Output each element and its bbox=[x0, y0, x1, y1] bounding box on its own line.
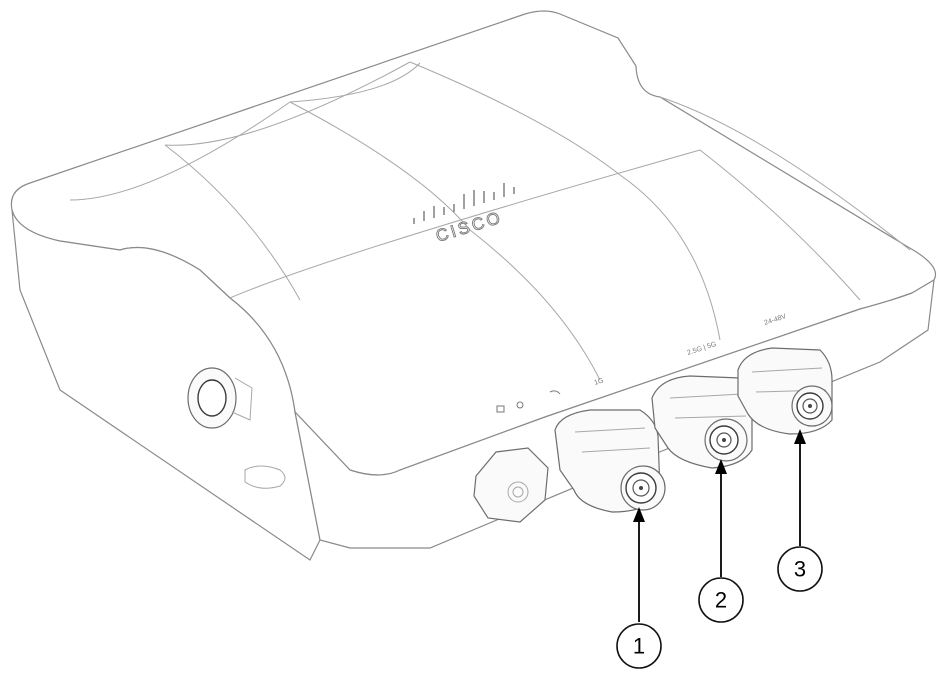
callout-3: 3 bbox=[777, 429, 823, 592]
status-indicators bbox=[496, 390, 561, 413]
surface-seam bbox=[289, 101, 471, 231]
surface-seam bbox=[69, 101, 291, 201]
power-port-3 bbox=[737, 347, 833, 435]
side-connector bbox=[187, 367, 286, 489]
brand-logo bbox=[413, 183, 515, 224]
arrow-head-icon bbox=[715, 459, 727, 474]
callout-number: 1 bbox=[633, 634, 645, 659]
callout-2: 2 bbox=[698, 459, 744, 623]
surface-seam bbox=[164, 61, 411, 146]
device-left-side bbox=[11, 209, 321, 561]
callout-1: 1 bbox=[616, 507, 662, 669]
surface-seam bbox=[469, 229, 601, 381]
ethernet-port-2 bbox=[651, 375, 753, 469]
surface-seam bbox=[409, 61, 621, 176]
surface-seam bbox=[164, 144, 301, 301]
surface-seam bbox=[699, 149, 861, 301]
callout-number: 2 bbox=[715, 588, 727, 613]
surface-seam bbox=[659, 96, 911, 251]
arrow-head-icon bbox=[794, 429, 806, 444]
callout-number: 3 bbox=[794, 557, 806, 582]
port-label-1: 1G bbox=[593, 377, 604, 387]
ground-lug bbox=[473, 447, 549, 523]
surface-seam bbox=[229, 149, 701, 299]
surface-seam bbox=[619, 174, 721, 341]
arrow-head-icon bbox=[633, 507, 645, 522]
ethernet-port-1 bbox=[554, 409, 666, 513]
surface-seam bbox=[289, 62, 421, 103]
